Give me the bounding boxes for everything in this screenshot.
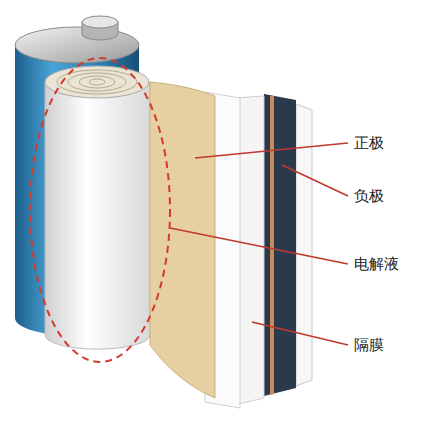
leader-line — [195, 143, 348, 158]
part-label: 隔膜 — [352, 336, 386, 354]
battery-cap — [15, 27, 139, 63]
leader-line — [282, 165, 348, 196]
electrode-roll — [45, 82, 150, 349]
negative-edge — [270, 96, 274, 395]
spiral — [79, 76, 115, 88]
spiral — [89, 79, 105, 85]
negative-sheet — [264, 94, 296, 396]
part-label: 电解液 — [352, 255, 401, 273]
roll-top — [45, 66, 149, 98]
part-label: 正极 — [352, 134, 386, 152]
leader-line — [252, 322, 348, 345]
part-label: 负极 — [352, 187, 386, 205]
spiral — [68, 73, 126, 91]
terminal-top — [82, 16, 118, 28]
leader-line — [170, 228, 348, 264]
highlight-ellipse — [30, 58, 170, 362]
